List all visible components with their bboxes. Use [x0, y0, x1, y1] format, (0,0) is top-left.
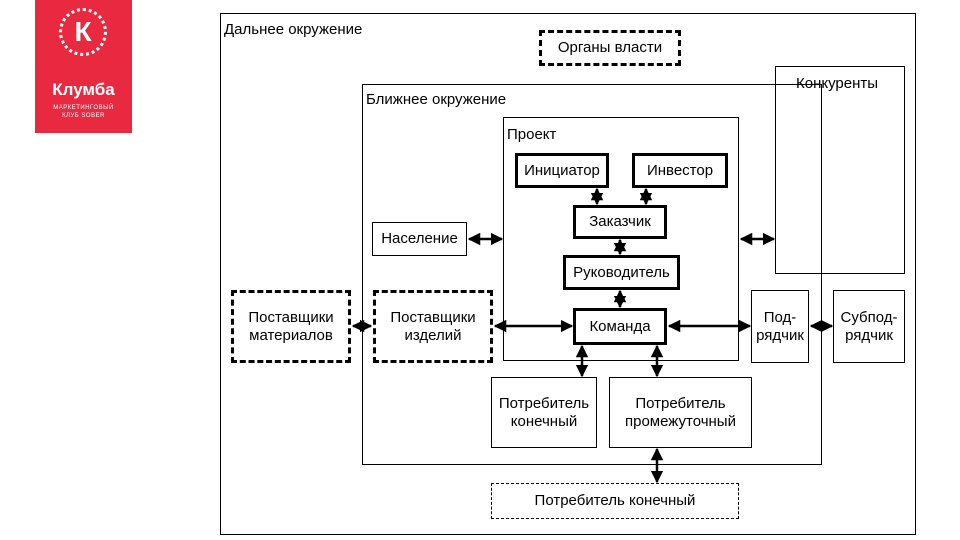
subcontractor-label-1: Субпод- [840, 308, 898, 326]
logo-subtitle: МАРКЕТИНГОВЫЙ КЛУБ SOBER [35, 104, 132, 120]
logo-letter: К [74, 16, 92, 47]
population-box: Население [372, 222, 467, 256]
logo-subtitle-line1: МАРКЕТИНГОВЫЙ [53, 105, 114, 111]
population-label: Население [381, 230, 458, 247]
subcontractor-label-2: рядчик [845, 326, 893, 344]
end-consumer-label-1: Потребитель [498, 394, 590, 412]
intermediate-consumer-box: Потребитель промежуточный [609, 377, 752, 448]
logo-subtitle-line2: КЛУБ SOBER [62, 113, 105, 119]
near-environment-frame [362, 84, 822, 465]
subcontractor-box: Субпод- рядчик [833, 290, 905, 363]
product-suppliers-label-1: Поставщики [390, 308, 476, 326]
far-environment-label: Дальнее окружение [224, 21, 363, 38]
manager-box: Руководитель [563, 255, 680, 290]
customer-box: Заказчик [573, 205, 667, 239]
klumba-logo: К Клумба МАРКЕТИНГОВЫЙ КЛУБ SOBER [35, 0, 132, 133]
intermediate-consumer-label-1: Потребитель [635, 394, 726, 412]
team-box: Команда [573, 308, 667, 345]
product-suppliers-label-2: изделий [404, 326, 462, 344]
initiator-box: Инициатор [515, 153, 609, 188]
project-frame [503, 117, 739, 361]
contractor-label-1: Под- [763, 308, 797, 326]
logo-name: Клумба [52, 80, 115, 99]
material-suppliers-box: Поставщики материалов [231, 290, 351, 363]
project-label: Проект [507, 126, 557, 143]
initiator-label: Инициатор [524, 161, 600, 179]
contractor-label-2: рядчик [756, 326, 804, 344]
authorities-label: Органы власти [557, 39, 663, 56]
end-consumer-outer-box: Потребитель конечный [491, 483, 739, 519]
manager-label: Руководитель [573, 263, 670, 281]
end-consumer-box: Потребитель конечный [491, 377, 597, 448]
authorities-box: Органы власти [539, 30, 681, 66]
contractor-box: Под- рядчик [751, 290, 809, 363]
far-environment-frame [220, 13, 916, 535]
customer-label: Заказчик [589, 213, 651, 230]
near-environment-label: Ближнее окружение [366, 91, 507, 108]
end-consumer-label-2: конечный [510, 412, 578, 430]
product-suppliers-box: Поставщики изделий [373, 290, 493, 363]
competitors-label: Конкуренты [796, 75, 879, 92]
logo-ring-icon [59, 8, 107, 56]
investor-label: Инвестор [646, 161, 714, 179]
team-label: Команда [589, 317, 651, 335]
material-suppliers-label-2: материалов [249, 326, 333, 344]
competitors-box [775, 66, 905, 274]
intermediate-consumer-label-2: промежуточный [625, 412, 736, 430]
end-consumer-outer-label: Потребитель конечный [534, 492, 696, 509]
material-suppliers-label-1: Поставщики [248, 308, 334, 326]
investor-box: Инвестор [632, 153, 728, 188]
